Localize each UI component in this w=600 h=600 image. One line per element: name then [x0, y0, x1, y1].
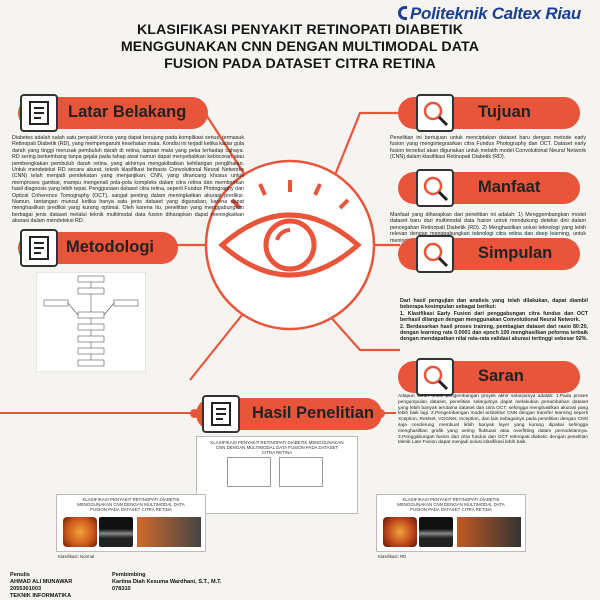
app-screenshot-rd: KLASIFIKASI PENYAKIT RETINOPATI DIABETIK… [376, 494, 526, 552]
latar-belakang-title: Latar Belakang [68, 103, 187, 121]
manfaat-title: Manfaat [478, 178, 541, 196]
connector-line [384, 412, 396, 414]
simpulan-text: Dari hasil pengujian dan analisis yang t… [400, 298, 588, 343]
manfaat-header: Manfaat [398, 169, 580, 207]
saran-title: Saran [478, 367, 524, 385]
classification-normal-label: Klasifikasi: Normal [58, 554, 95, 559]
title-line-2: MENGGUNAKAN CNN DENGAN MULTIMODAL DATA [120, 39, 480, 55]
poster-title: KLASIFIKASI PENYAKIT RETINOPATI DIABETIK… [60, 22, 540, 73]
fundus-image [383, 517, 417, 547]
fused-image [137, 517, 201, 547]
saran-text: Adapun saran untuk pengembangan proyek a… [398, 394, 588, 446]
fused-image [457, 517, 521, 547]
supervisor-nip: 078310 [112, 586, 131, 592]
tujuan-text: Penelitian ini bertujuan untuk menciptak… [390, 135, 586, 161]
connector-dot [376, 409, 385, 418]
document-icon [202, 395, 240, 433]
magnifier-icon [416, 235, 454, 273]
app-title-rd: KLASIFIKASI PENYAKIT RETINOPATI DIABETIK… [397, 497, 505, 512]
simpulan-point-2: 2. Berdasarkan hasil proses training, pe… [400, 323, 588, 343]
author-nim: 2055301003 [10, 586, 42, 592]
institution-name: Politeknik Caltex Riau [410, 4, 582, 23]
tujuan-header: Tujuan [398, 94, 580, 132]
simpulan-title: Simpulan [478, 244, 553, 262]
supervisor-block: Pembimbing Kartina Diah Kesuma Wardhani,… [112, 572, 222, 593]
document-icon [20, 229, 58, 267]
upload-box-oct [279, 457, 323, 487]
fundus-image [63, 517, 97, 547]
hasil-header: Hasil Penelitian [196, 395, 382, 433]
latar-belakang-text: Diabetes adalah salah satu penyakit kron… [12, 135, 245, 225]
hasil-title: Hasil Penelitian [252, 404, 374, 422]
app-title-main: KLASIFIKASI PENYAKIT RETINOPATI DIABETIK… [210, 440, 344, 455]
magnifier-icon [416, 94, 454, 132]
magnifier-icon [416, 169, 454, 207]
latar-belakang-header: Latar Belakang [18, 94, 208, 132]
simpulan-header: Simpulan [398, 235, 580, 273]
methodology-flowchart [36, 272, 146, 372]
author-name: AHMAD ALI MUNAWAR [10, 579, 73, 585]
app-title-normal: KLASIFIKASI PENYAKIT RETINOPATI DIABETIK… [77, 497, 185, 512]
simpulan-point-1: 1. Klasifikasi Early Fusion dari penggab… [400, 310, 588, 324]
supervisor-label: Pembimbing [112, 572, 146, 578]
connector-dot [190, 409, 199, 418]
author-label: Penulis [10, 572, 30, 578]
author-block: Penulis AHMAD ALI MUNAWAR 2055301003 TEK… [10, 572, 72, 600]
metodologi-title: Metodologi [66, 238, 154, 256]
oct-image [99, 517, 133, 547]
eye-icon [218, 212, 362, 278]
document-icon [20, 94, 58, 132]
institution-logo: Politeknik Caltex Riau [398, 4, 598, 24]
oct-image [419, 517, 453, 547]
simpulan-intro: Dari hasil pengujian dan analisis yang t… [400, 298, 588, 311]
app-screenshot-main: KLASIFIKASI PENYAKIT RETINOPATI DIABETIK… [196, 436, 358, 514]
center-eye-diagram [150, 111, 405, 381]
logo-mark-icon [398, 6, 407, 20]
app-screenshot-normal: KLASIFIKASI PENYAKIT RETINOPATI DIABETIK… [56, 494, 206, 552]
title-line-1: KLASIFIKASI PENYAKIT RETINOPATI DIABETIK [136, 22, 464, 38]
classification-rd-label: Klasifikasi: RD [378, 554, 407, 559]
title-line-3: FUSION PADA DATASET CITRA RETINA [164, 56, 436, 72]
tujuan-title: Tujuan [478, 103, 531, 121]
magnifier-icon [416, 358, 454, 396]
author-program: TEKNIK INFORMATIKA [10, 593, 72, 599]
supervisor-name: Kartina Diah Kesuma Wardhani, S.T., M.T. [112, 579, 222, 585]
connector-line [0, 412, 192, 414]
upload-box-fundus [227, 457, 271, 487]
metodologi-header: Metodologi [18, 229, 178, 267]
saran-header: Saran [398, 358, 580, 396]
